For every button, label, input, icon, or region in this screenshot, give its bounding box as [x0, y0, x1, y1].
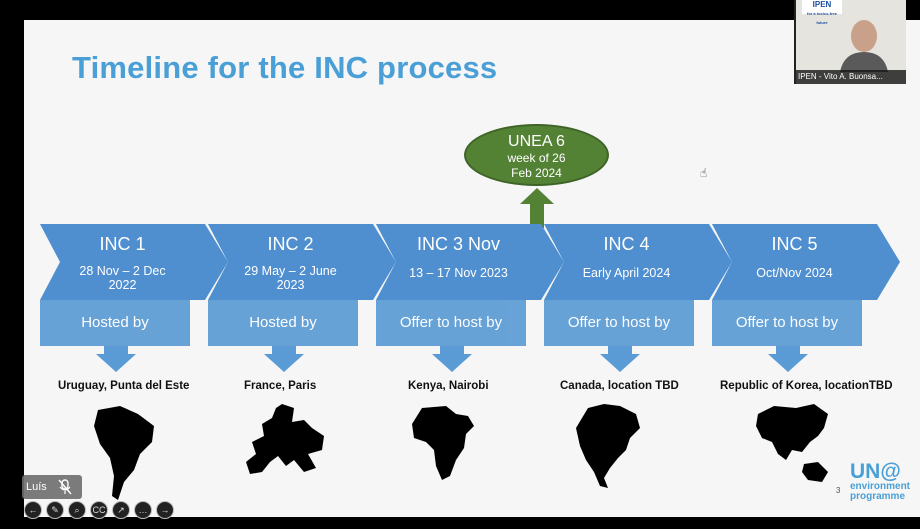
- timeline-chevron-inc2: INC 2 29 May – 2 June 2023: [208, 224, 398, 300]
- mouse-cursor-icon: ☝: [700, 166, 708, 180]
- timeline-chevron-inc1: INC 1 28 Nov – 2 Dec 2022: [40, 224, 230, 300]
- host-country-inc5: Republic of Korea, locationTBD: [720, 380, 893, 392]
- down-arrow-icon: [600, 346, 640, 372]
- unea-line1: week of 26: [507, 151, 566, 165]
- session-name: INC 3 Nov: [416, 234, 501, 254]
- pen-icon[interactable]: ✎: [46, 501, 64, 519]
- down-arrow-icon: [432, 346, 472, 372]
- session-date: 28 Nov – 2 Dec: [79, 264, 166, 278]
- host-box-inc2: Hosted by: [208, 300, 358, 346]
- slide-title: Timeline for the INC process: [72, 50, 498, 85]
- session-date: Early April 2024: [582, 266, 671, 280]
- host-country-inc4: Canada, location TBD: [560, 380, 679, 392]
- up-arrow-icon: [520, 188, 554, 228]
- europe-map: [246, 404, 324, 474]
- back-icon[interactable]: ←: [24, 501, 42, 519]
- participant-video-tile[interactable]: IPEN for a toxics-free future IPEN - Vit…: [794, 0, 906, 84]
- session-date: 29 May – 2 June: [244, 264, 337, 278]
- timeline-chevron-inc5: INC 5 Oct/Nov 2024: [712, 224, 902, 300]
- forward-icon[interactable]: →: [156, 501, 174, 519]
- presentation-slide: Timeline for the INC process UNEA 6 week…: [24, 20, 920, 517]
- unea-line2: Feb 2024: [511, 166, 562, 180]
- south-america-map: [94, 406, 154, 500]
- self-name: Luís: [26, 481, 47, 493]
- session-name: INC 4: [603, 234, 650, 254]
- down-arrow-icon: [264, 346, 304, 372]
- presentation-controls: ← ✎ ⌕ CC ↗ … →: [24, 500, 174, 520]
- session-name: INC 1: [99, 234, 146, 254]
- ipen-logo-text: IPEN: [812, 0, 832, 9]
- chevron-shape: [376, 224, 564, 300]
- participant-name: IPEN - Vito A. Buonsa...: [796, 70, 906, 84]
- asia-map: [756, 404, 828, 482]
- captions-icon[interactable]: CC: [90, 501, 108, 519]
- host-box-inc5: Offer to host by: [712, 300, 862, 346]
- africa-map: [412, 406, 474, 480]
- unep-logo-line3: programme: [850, 491, 906, 502]
- chevron-shape: [208, 224, 396, 300]
- unep-logo: UN@ environment programme: [850, 460, 911, 502]
- ipen-logo-tagline: for a toxics-free future: [806, 11, 837, 25]
- host-country-inc2: France, Paris: [244, 380, 317, 392]
- timeline-chevron-inc4: INC 4 Early April 2024: [544, 224, 734, 300]
- session-name: INC 2: [267, 234, 314, 254]
- more-icon[interactable]: …: [134, 501, 152, 519]
- down-arrow-icon: [96, 346, 136, 372]
- host-country-inc3: Kenya, Nairobi: [408, 380, 489, 392]
- down-arrow-icon: [768, 346, 808, 372]
- chevron-shape: [40, 224, 228, 300]
- share-icon[interactable]: ↗: [112, 501, 130, 519]
- unea-title: UNEA 6: [508, 133, 565, 150]
- unea-milestone: UNEA 6 week of 26 Feb 2024: [464, 124, 609, 186]
- host-country-inc1: Uruguay, Punta del Este: [58, 380, 190, 392]
- host-box-inc1: Hosted by: [40, 300, 190, 346]
- mic-muted-icon[interactable]: [58, 479, 72, 495]
- participant-avatar: [840, 20, 888, 72]
- timeline-chevron-inc3: INC 3 Nov 13 – 17 Nov 2023: [376, 224, 566, 300]
- chevron-shape: [712, 224, 900, 300]
- north-america-map: [576, 404, 640, 488]
- ipen-logo: IPEN for a toxics-free future: [802, 0, 842, 25]
- session-year: 2023: [276, 278, 305, 292]
- unep-logo-mark: UN@: [850, 460, 901, 483]
- session-date: 13 – 17 Nov 2023: [409, 266, 508, 280]
- host-box-inc4: Offer to host by: [544, 300, 694, 346]
- unep-logo-line2: environment: [850, 481, 911, 492]
- self-view-tile[interactable]: Luís: [22, 475, 82, 499]
- session-name: INC 5: [771, 234, 818, 254]
- zoom-icon[interactable]: ⌕: [68, 501, 86, 519]
- chevron-shape: [544, 224, 732, 300]
- session-year: 2022: [108, 278, 137, 292]
- page-number: 3: [836, 486, 841, 495]
- session-date: Oct/Nov 2024: [756, 266, 833, 280]
- host-box-inc3: Offer to host by: [376, 300, 526, 346]
